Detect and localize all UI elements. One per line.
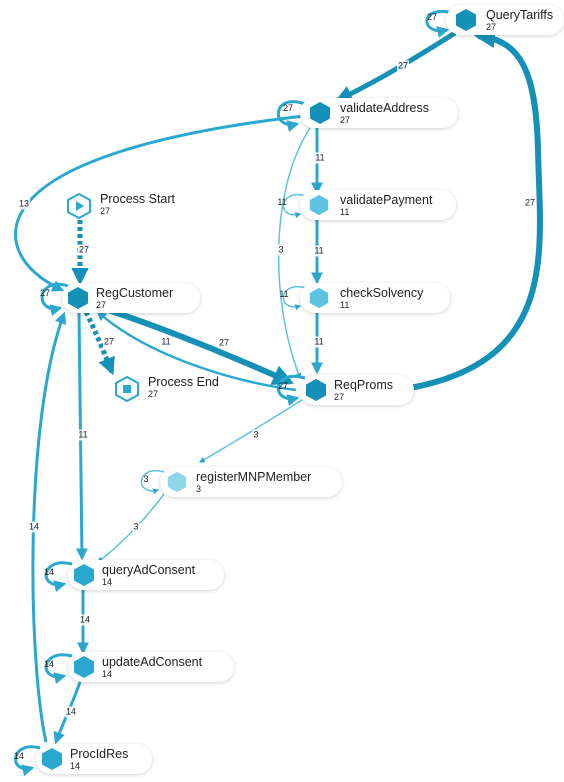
node-name: ProcIdRes bbox=[70, 747, 129, 761]
self-loop-label-querytariffs: 27 bbox=[426, 12, 438, 22]
edge-label-reqproms-registermnpmember: 3 bbox=[252, 429, 260, 441]
node-name: updateAdConsent bbox=[102, 655, 203, 669]
edge-label-validateaddress-reqproms: 3 bbox=[277, 244, 285, 256]
edge-procidres-regcustomer[interactable] bbox=[31, 311, 67, 743]
node-count: 27 bbox=[340, 115, 351, 125]
self-loop-label-reqproms: 27 bbox=[277, 381, 289, 391]
self-loop-queryadconsent bbox=[44, 561, 73, 592]
node-name: ReqProms bbox=[334, 378, 394, 392]
hexagon-icon bbox=[74, 656, 94, 678]
edge-label-procidres-regcustomer: 14 bbox=[27, 521, 41, 533]
node-name: validateAddress bbox=[340, 101, 429, 115]
edge-label-reqproms-querytariffs: 27 bbox=[523, 197, 537, 209]
edge-reqproms-regcustomer[interactable] bbox=[96, 310, 297, 392]
node-validatepayment[interactable]: validatePayment 11 bbox=[300, 190, 456, 220]
node-count: 11 bbox=[340, 207, 350, 217]
node-name: queryAdConsent bbox=[102, 563, 196, 577]
stop-icon bbox=[115, 375, 139, 403]
edge-label-processstart-regcustomer: 27 bbox=[77, 244, 91, 256]
edge-reqproms-querytariffs[interactable] bbox=[409, 27, 543, 391]
self-loop-label-validatepayment: 11 bbox=[277, 197, 287, 207]
self-loop-label-procidres: 14 bbox=[13, 751, 25, 761]
node-count: 3 bbox=[196, 484, 202, 494]
node-name: RegCustomer bbox=[96, 286, 174, 300]
self-loop-procidres bbox=[14, 745, 41, 777]
node-count: 27 bbox=[486, 22, 497, 32]
hexagon-icon bbox=[306, 379, 326, 401]
self-loops bbox=[14, 10, 456, 777]
hexagon-icon bbox=[456, 9, 476, 31]
self-loop-validateaddress bbox=[276, 100, 306, 132]
edge-label-regcustomer-queryadconsent: 11 bbox=[77, 429, 89, 441]
node-queryadconsent[interactable]: queryAdConsent 14 bbox=[68, 560, 224, 590]
node-procidres[interactable]: ProcIdRes 14 bbox=[36, 744, 152, 774]
node-count: 27 bbox=[148, 389, 159, 399]
node-name: validatePayment bbox=[340, 193, 433, 207]
node-name: QueryTariffs bbox=[486, 8, 554, 22]
self-loop-querytariffs bbox=[425, 10, 456, 38]
self-loop-label-regcustomer: 27 bbox=[39, 288, 51, 298]
node-updateadconsent[interactable]: updateAdConsent 14 bbox=[68, 652, 234, 682]
node-name: registerMNPMember bbox=[196, 470, 312, 484]
hexagon-icon bbox=[310, 102, 330, 124]
self-loop-validatepayment bbox=[282, 193, 307, 219]
edge-label-regcustomer-reqproms: 27 bbox=[217, 337, 231, 349]
node-querytariffs[interactable]: QueryTariffs 27 bbox=[446, 5, 564, 35]
hexagon-icon bbox=[309, 194, 329, 216]
node-regcustomer[interactable]: RegCustomer 27 bbox=[62, 283, 200, 313]
hexagon-icon bbox=[167, 471, 187, 493]
edge-label-reqproms-regcustomer: 11 bbox=[160, 336, 172, 348]
node-count: 14 bbox=[102, 577, 113, 587]
edge-label-registermnpmember-queryadconsent: 3 bbox=[132, 521, 140, 533]
node-registermnpmember[interactable]: registerMNPMember 3 bbox=[160, 467, 342, 497]
self-loop-checksolvency bbox=[282, 285, 307, 311]
edge-label-validateaddress-validatepayment: 11 bbox=[314, 152, 326, 164]
node-processstart[interactable]: Process Start 27 bbox=[66, 192, 206, 222]
node-count: 11 bbox=[340, 300, 350, 310]
node-count: 27 bbox=[334, 392, 345, 402]
node-name: Process Start bbox=[100, 192, 176, 206]
edge-registermnpmember-queryadconsent[interactable] bbox=[97, 493, 165, 563]
self-loop-regcustomer bbox=[40, 282, 69, 316]
node-count: 27 bbox=[100, 206, 111, 216]
node-name: Process End bbox=[148, 375, 219, 389]
edge-reqproms-registermnpmember[interactable] bbox=[198, 399, 303, 463]
hexagon-icon bbox=[74, 564, 94, 586]
node-validateaddress[interactable]: validateAddress 27 bbox=[300, 98, 458, 128]
self-loop-label-updateadconsent: 14 bbox=[43, 659, 55, 669]
hexagon-icon bbox=[309, 287, 329, 309]
node-processend[interactable]: Process End 27 bbox=[114, 375, 254, 405]
edge-label-queryadconsent-updateadconsent: 14 bbox=[78, 614, 92, 626]
node-count: 14 bbox=[70, 761, 81, 771]
hexagon-icon bbox=[42, 748, 62, 770]
start-icon bbox=[67, 192, 91, 220]
self-loop-updateadconsent bbox=[44, 653, 73, 684]
self-loop-label-validateaddress: 27 bbox=[282, 103, 294, 113]
self-loop-label-registermnpmember: 3 bbox=[143, 474, 149, 484]
edge-label-regcustomer-processend: 27 bbox=[102, 336, 116, 348]
self-loop-label-queryadconsent: 14 bbox=[43, 567, 55, 577]
edge-label-querytariffs-validateaddress: 27 bbox=[396, 60, 410, 72]
self-loop-reqproms bbox=[277, 374, 306, 406]
edge-regcustomer-reqproms[interactable] bbox=[95, 303, 294, 385]
edge-label-checksolvency-reqproms: 11 bbox=[313, 336, 325, 348]
node-count: 27 bbox=[96, 300, 107, 310]
node-count: 14 bbox=[102, 669, 113, 679]
hexagon-icon bbox=[68, 287, 88, 309]
self-loop-label-checksolvency: 11 bbox=[279, 289, 289, 299]
edge-label-updateadconsent-procidres: 14 bbox=[64, 706, 78, 718]
edge-label-validateaddress-regcustomer: 13 bbox=[17, 198, 31, 210]
node-reqproms[interactable]: ReqProms 27 bbox=[300, 375, 414, 405]
node-name: checkSolvency bbox=[340, 286, 424, 300]
edge-label-validatepayment-checksolvency: 11 bbox=[313, 245, 325, 257]
self-loop-registermnpmember bbox=[140, 469, 165, 495]
edge-regcustomer-processend[interactable] bbox=[83, 310, 115, 376]
node-checksolvency[interactable]: checkSolvency 11 bbox=[300, 283, 450, 313]
edge-validateaddress-regcustomer[interactable] bbox=[14, 114, 305, 292]
